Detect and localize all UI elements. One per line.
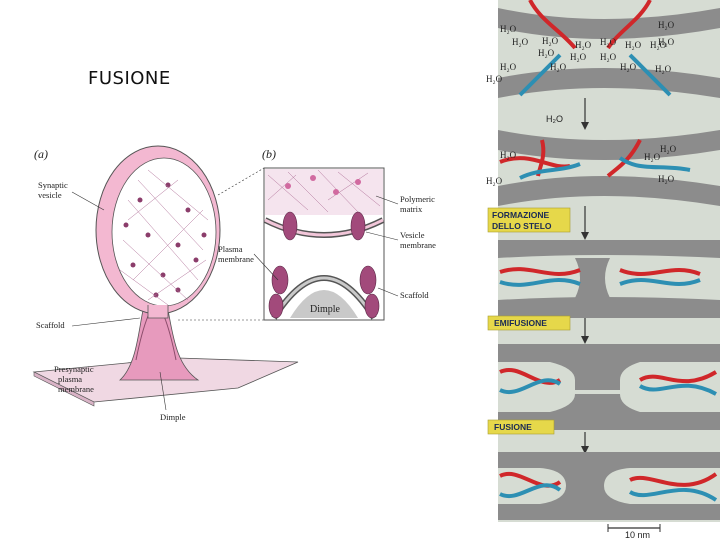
svg-text:H₂O: H₂O	[500, 62, 517, 72]
svg-text:Dimple: Dimple	[160, 412, 186, 422]
panel-a-label: (a)	[34, 147, 48, 161]
svg-text:H₂O: H₂O	[546, 114, 563, 124]
svg-text:Plasma: Plasma	[218, 244, 243, 254]
svg-text:H₂O: H₂O	[600, 52, 617, 62]
svg-text:H₂O: H₂O	[570, 52, 587, 62]
label-synaptic-vesicle: Synaptic vesicle	[38, 180, 105, 211]
synaptic-vesicle	[95, 145, 221, 319]
label-presynaptic-membrane: Presynaptic plasma membrane	[54, 364, 94, 394]
slide-title: FUSIONE	[88, 68, 171, 89]
svg-text:H₂O: H₂O	[620, 62, 637, 72]
label-scaffold-a: Scaffold	[36, 317, 141, 330]
svg-text:H₂O: H₂O	[500, 150, 517, 160]
label-dimple-a: Dimple	[159, 371, 186, 422]
svg-text:EMIFUSIONE: EMIFUSIONE	[494, 318, 547, 328]
label-dimple-b: Dimple	[310, 304, 341, 315]
closeup-panel: Dimple	[263, 167, 385, 321]
svg-text:H₂O: H₂O	[658, 37, 675, 47]
svg-text:H₂O: H₂O	[486, 176, 503, 186]
svg-text:plasma: plasma	[58, 374, 82, 384]
svg-text:Polymeric: Polymeric	[400, 194, 435, 204]
step-label-stalk: FORMAZIONE	[492, 210, 549, 220]
step-box-stalk: FORMAZIONE DELLO STELO	[487, 206, 589, 240]
svg-text:Scaffold: Scaffold	[36, 320, 65, 330]
svg-text:H₂O: H₂O	[486, 74, 503, 84]
label-plasma-membrane: Plasma membrane	[218, 244, 279, 281]
svg-text:membrane: membrane	[400, 240, 436, 250]
svg-text:matrix: matrix	[400, 204, 423, 214]
svg-text:H₂O: H₂O	[658, 174, 675, 184]
svg-text:Vesicle: Vesicle	[400, 230, 425, 240]
svg-text:membrane: membrane	[218, 254, 254, 264]
label-scaffold-b: Scaffold	[377, 287, 429, 300]
svg-text:H₂O: H₂O	[658, 20, 675, 30]
svg-text:H₂O: H₂O	[550, 62, 567, 72]
svg-text:FUSIONE: FUSIONE	[494, 422, 532, 432]
svg-text:H₂O: H₂O	[655, 64, 672, 74]
docking-illustration: (a) (b) Synaptic vesicle Scaffold	[28, 140, 448, 440]
svg-text:vesicle: vesicle	[38, 190, 62, 200]
scale-bar: 10 nm	[480, 522, 720, 540]
svg-text:H₂O: H₂O	[538, 48, 555, 58]
scale-bar-label: 10 nm	[625, 530, 650, 540]
svg-text:H₂O: H₂O	[600, 37, 617, 47]
dimple-cone	[118, 309, 200, 381]
label-polymeric-matrix: Polymeric matrix	[375, 194, 435, 214]
svg-text:H₂O: H₂O	[650, 40, 667, 50]
zoom-connector	[178, 167, 265, 321]
svg-text:H₂O: H₂O	[644, 152, 661, 162]
svg-text:H₂O: H₂O	[575, 40, 592, 50]
stage-hemifusion	[498, 344, 720, 430]
svg-text:H₂O: H₂O	[500, 24, 517, 34]
svg-text:Presynaptic: Presynaptic	[54, 364, 94, 374]
step-box-fusion: FUSIONE	[487, 419, 589, 454]
svg-text:membrane: membrane	[58, 384, 94, 394]
svg-text:H₂O: H₂O	[542, 36, 559, 46]
stage-hydrated-membranes: H₂O H₂O H₂O H₂O H₂O H₂O H₂O H₂O H₂O H₂O …	[486, 0, 720, 98]
panel-b-label: (b)	[262, 147, 276, 161]
step-box-hemifusion: EMIFUSIONE	[487, 315, 589, 344]
fusion-sequence-figure: H₂O H₂O H₂O H₂O H₂O H₂O H₂O H₂O H₂O H₂O …	[480, 0, 720, 540]
arrow-1: H₂O	[546, 98, 589, 130]
label-vesicle-membrane: Vesicle membrane	[365, 230, 436, 250]
svg-text:Scaffold: Scaffold	[400, 290, 429, 300]
svg-text:H₂O: H₂O	[512, 37, 529, 47]
stage-stalk	[498, 240, 720, 318]
svg-text:H₂O: H₂O	[625, 40, 642, 50]
stage-fusion-pore	[498, 452, 720, 520]
svg-text:Synaptic: Synaptic	[38, 180, 68, 190]
svg-text:H₂O: H₂O	[660, 144, 677, 154]
svg-text:DELLO STELO: DELLO STELO	[492, 221, 552, 231]
stage-dehydration: H₂O H₂O H₂O H₂O H₂O	[486, 130, 720, 206]
